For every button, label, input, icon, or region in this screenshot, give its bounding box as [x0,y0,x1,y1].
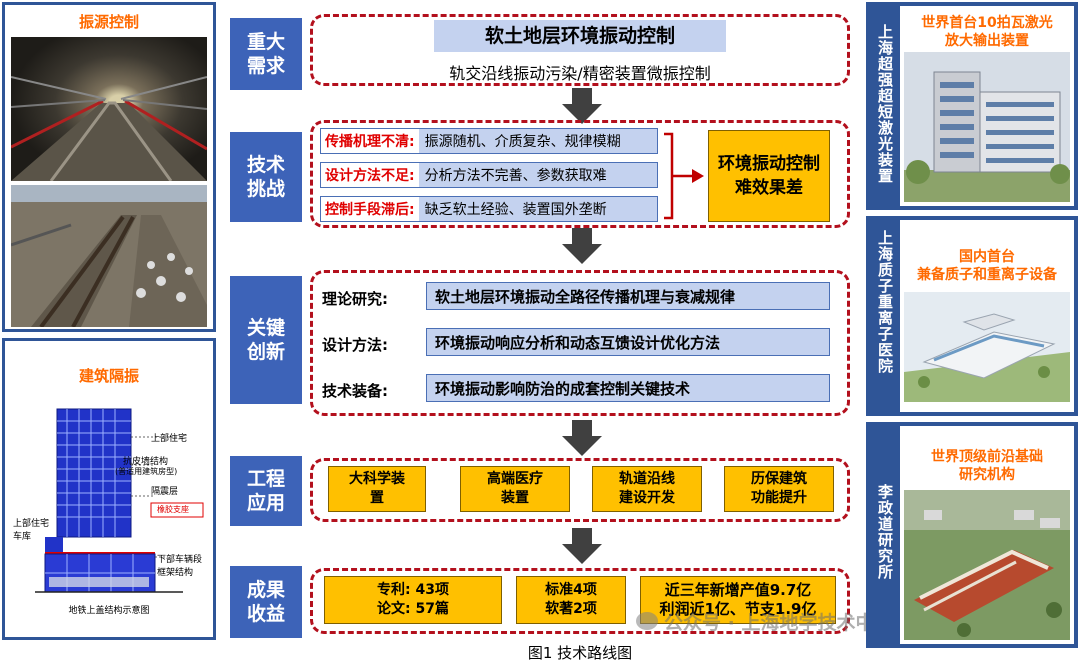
result-line: 论文: 57篇 [377,601,449,617]
innovation-box [310,270,850,416]
result-line: 软著2项 [545,601,597,617]
left-panel-vibration-source: 振源控制 [2,2,216,332]
demand-subtitle: 轨交沿线振动污染/精密装置微振控制 [449,64,711,83]
challenge-result-box: 环境振动控制难效果差 [708,130,830,222]
row-label-application: 工程应用 [230,456,302,526]
figure-caption: 图1 技术路线图 [527,644,633,662]
label-upper-residence: 上部住宅 [151,434,188,444]
challenge-text: 振源随机、介质复杂、规律模糊 [424,134,621,150]
label-shear-wall: 抗皮墙结构 [123,457,169,467]
watermark-text: 公众号 · 上海地学技术中 [664,611,875,634]
result-line: 标准4项 [545,582,597,598]
panel-title-line: 世界首台10拍瓦激光 [921,15,1053,31]
laser-building-photo [904,52,1070,202]
result-item: 近三年新增产值9.7亿 利润近1亿、节支1.9亿 [640,576,836,624]
tunnel-illustration [11,76,207,181]
label-garage: 车库 [13,532,32,542]
panel-title-line: 世界顶级前沿基础 [931,449,1043,465]
challenge-text: 分析方法不完善、参数获取难 [424,168,607,184]
panel-title-line: 放大输出装置 [945,33,1029,49]
challenge-label: 设计方法不足: [321,163,419,187]
diagram-caption: 地铁上盖结构示意图 [68,606,150,616]
right-panel-tdli: 李政道研究所 世界顶级前沿基础 研究机构 [866,422,1078,648]
panel-title-line: 国内首台 [959,249,1015,265]
demand-box [310,14,850,86]
innovation-text: 软土地层环境振动全路径传播机理与衰减规律 [426,282,830,310]
right-panel-laser: 上海超强超短激光装置 世界首台10拍瓦激光 放大输出装置 [866,2,1078,210]
panel-title: 振源控制 [78,13,139,31]
row-label-innovation: 关键创新 [230,276,302,404]
panel-vertical-label: 上海质子重离子医院 [876,230,894,374]
proton-hospital-photo [904,292,1070,402]
building-diagram [35,408,204,593]
tunnel-photo [11,37,207,181]
row-label-challenge: 技术挑战 [230,132,302,222]
panel-title-line: 研究机构 [959,467,1015,483]
demand-title: 软土地层环境振动控制 [434,20,726,52]
challenge-item: 传播机理不清: 振源随机、介质复杂、规律模糊 [320,128,658,154]
application-item: 历保建筑功能提升 [724,466,834,512]
challenge-box [310,120,850,228]
innovation-text: 环境振动影响防治的成套控制关键技术 [426,374,830,402]
innovation-text: 环境振动响应分析和动态互馈设计优化方法 [426,328,830,356]
result-line: 专利: 43项 [377,582,449,598]
right-panel-proton: 上海质子重离子医院 国内首台 兼备质子和重离子设备 [866,216,1078,416]
challenge-item: 设计方法不足: 分析方法不完善、参数获取难 [320,162,658,188]
result-box [310,568,850,634]
label-lower-depot: 下部车辆段 [157,555,203,565]
application-item: 大科学装置 [328,466,426,512]
application-box [310,458,850,522]
label-rubber-bearing: 橡胶支座 [157,505,189,514]
label-isolation-layer: 隔震层 [151,487,179,497]
label-frame-structure: 框架结构 [157,568,194,578]
result-line: 近三年新增产值9.7亿 [664,581,812,599]
innovation-label: 设计方法: [322,336,388,354]
panel-title-line: 兼备质子和重离子设备 [917,267,1057,283]
down-arrow-icon [562,420,602,456]
row-label-result: 成果收益 [230,566,302,638]
challenge-label: 控制手段滞后: [321,197,419,221]
application-item: 轨道沿线建设开发 [592,466,702,512]
panel-card: 世界顶级前沿基础 研究机构 [900,426,1074,644]
challenge-text: 缺乏软土经验、装置国外垄断 [424,202,607,218]
down-arrow-icon [562,528,602,564]
result-item: 专利: 43项 论文: 57篇 [324,576,502,624]
label-upper-residence-left: 上部住宅 [13,519,50,529]
innovation-label: 技术装备: [322,382,388,400]
panel-card: 国内首台 兼备质子和重离子设备 [900,220,1074,412]
application-item: 高端医疗装置 [460,466,570,512]
innovation-label: 理论研究: [322,290,388,308]
panel-vertical-label: 上海超强超短激光装置 [876,24,894,184]
down-arrow-icon [562,88,602,124]
track-photo [11,185,207,327]
panel-title: 建筑隔振 [78,367,139,385]
panel-card: 世界首台10拍瓦激光 放大输出装置 [900,6,1074,206]
result-item: 标准4项 软著2项 [516,576,626,624]
bracket-arrow-icon [664,132,704,220]
challenge-label: 传播机理不清: [321,129,419,153]
down-arrow-icon [562,228,602,264]
left-panel-building-isolation: 建筑隔振 上部住宅 抗皮墙结构 [2,338,216,640]
row-label-demand: 重大需求 [230,18,302,90]
wechat-icon [636,612,658,630]
label-shear-wall-note: (普适用建筑房型) [115,467,178,476]
tdli-campus-photo [904,490,1070,640]
challenge-item: 控制手段滞后: 缺乏软土经验、装置国外垄断 [320,196,658,222]
result-line: 利润近1亿、节支1.9亿 [659,600,817,618]
watermark: 公众号 · 上海地学技术中 [636,606,896,636]
panel-vertical-label: 李政道研究所 [876,484,894,580]
track-illustration [11,215,207,327]
